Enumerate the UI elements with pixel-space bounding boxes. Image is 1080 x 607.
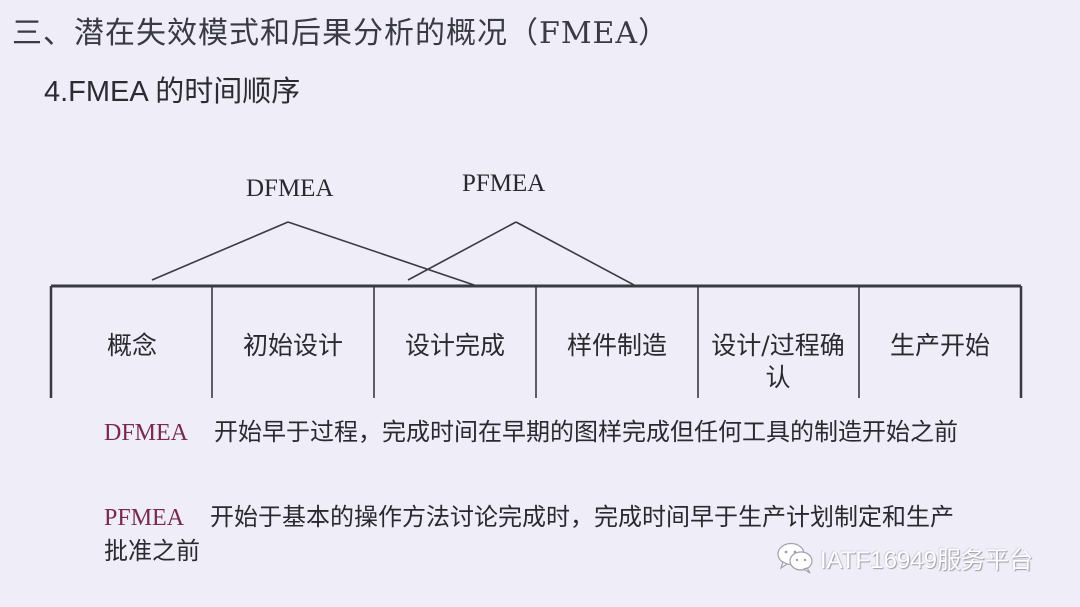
section-subtitle: 4.FMEA 的时间顺序 (44, 76, 301, 108)
pfmea-label: PFMEA (462, 170, 546, 197)
phase-design-complete: 设计完成 (404, 331, 505, 360)
phase-concept: 概念 (106, 331, 157, 360)
dfmea-description-text: 开始早于过程，完成时间在早期的图样完成但任何工具的制造开始之前 (214, 418, 959, 446)
phase-prototype-build: 样件制造 (566, 331, 667, 360)
pfmea-span-lines (407, 221, 637, 287)
wechat-icon (777, 542, 813, 573)
dfmea-tag: DFMEA (104, 420, 189, 446)
dfmea-span-lines (151, 221, 478, 287)
phase-production-start: 生产开始 (889, 331, 990, 360)
dfmea-label: DFMEA (246, 175, 334, 202)
watermark-text: IATF16949服务平台 (820, 547, 1033, 574)
slide-title: 三、潜在失效模式和后果分析的概况（FMEA） (12, 16, 670, 51)
pfmea-tag: PFMEA (104, 505, 185, 531)
dfmea-description: DFMEA 开始早于过程，完成时间在早期的图样完成但任何工具的制造开始之前 (104, 416, 964, 450)
watermark: IATF16949服务平台 (776, 540, 1033, 575)
phase-design-process-validation: 设计/过程确认 (711, 331, 845, 392)
pfmea-description-text: 开始于基本的操作方法讨论完成时，完成时间早于生产计划制定和生产批准之前 (104, 503, 955, 565)
phase-dividers (49, 286, 1023, 398)
phase-initial-design: 初始设计 (242, 331, 343, 360)
